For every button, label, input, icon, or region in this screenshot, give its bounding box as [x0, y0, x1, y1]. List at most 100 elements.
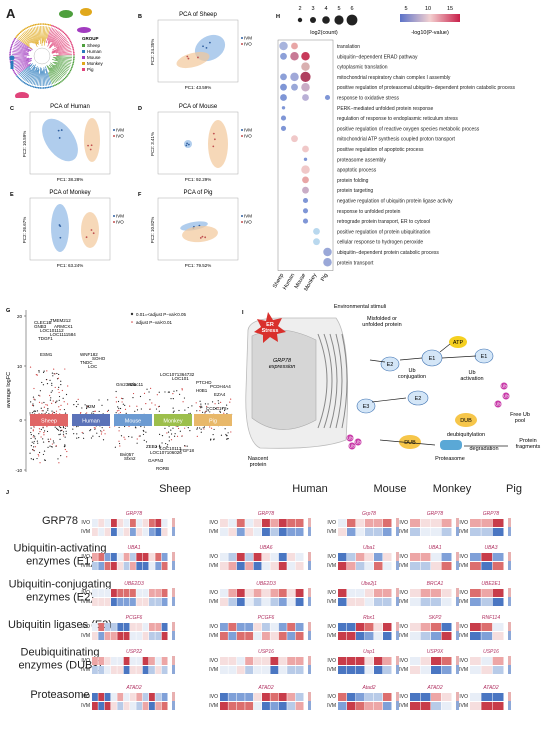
species-header: Human — [292, 483, 327, 495]
tree-branch — [35, 26, 40, 41]
e3-enzyme — [356, 398, 376, 414]
heat-cell — [383, 666, 392, 674]
j-ivm: IVM — [81, 633, 90, 639]
g-point — [75, 426, 78, 428]
j-gene: ATAD2 — [426, 685, 443, 691]
g-point — [46, 370, 48, 372]
heat-cell — [245, 657, 254, 665]
g-point — [195, 402, 197, 404]
g-point — [51, 372, 54, 374]
heat-cell — [383, 562, 392, 570]
j-ivo: IVO — [399, 554, 408, 560]
heat-cell — [111, 553, 117, 561]
heat-cell — [441, 632, 452, 640]
j-ivm: IVM — [327, 667, 336, 673]
j-scale-bar-low — [456, 631, 459, 640]
er-fold — [317, 333, 328, 429]
j-gene: GRP78 — [483, 511, 500, 517]
heat-cell — [374, 553, 383, 561]
g-point — [189, 412, 191, 414]
ub-marker — [348, 442, 356, 450]
tree-branch — [29, 28, 38, 45]
g-point — [115, 396, 117, 398]
size-legend-dot — [297, 17, 303, 23]
j-scale-bar-low — [456, 561, 459, 570]
g-point — [230, 431, 232, 433]
pathway-arrow — [369, 359, 386, 363]
heat-cell — [155, 553, 162, 561]
tree-tip — [67, 74, 69, 76]
tree-tip — [54, 25, 56, 28]
g-point — [212, 433, 214, 436]
g-point — [159, 447, 161, 449]
go-column: Pig — [320, 273, 329, 283]
j-scale-bar-low — [456, 665, 459, 674]
g-point — [94, 428, 96, 430]
er-fold — [335, 333, 343, 429]
g-point — [82, 437, 85, 439]
g-point — [191, 405, 193, 407]
tree-tip — [66, 75, 68, 77]
g-point — [166, 432, 168, 434]
tree-tip — [10, 46, 12, 49]
heat-cell — [117, 657, 124, 665]
g-gene-label: H0B1 — [196, 388, 208, 393]
heat-cell — [420, 528, 431, 536]
tree-tip — [37, 23, 40, 25]
heat-cell — [287, 623, 296, 631]
g-point — [168, 436, 170, 438]
proteasome-label: Proteasome — [435, 456, 465, 462]
tree-branch — [58, 52, 72, 55]
heat-cell — [253, 657, 262, 665]
dub-label: DUB — [460, 418, 472, 424]
g-point — [164, 391, 166, 393]
g-point — [116, 410, 118, 412]
g-point — [77, 403, 79, 405]
g-point — [65, 393, 68, 396]
tree-branch — [38, 26, 42, 44]
j-row-label: enzymes (E1) — [26, 556, 94, 568]
g-species-bar — [154, 414, 192, 426]
heat-cell — [104, 657, 111, 665]
tree-branch — [43, 69, 46, 86]
mouse-icon — [77, 27, 91, 33]
g-gene-label: TMEM212 — [50, 318, 71, 323]
heat-cell — [338, 666, 347, 674]
heat-cell — [383, 553, 392, 561]
j-scale-bar-low — [172, 527, 175, 536]
pca-point — [85, 236, 88, 239]
g-gene-label: Gm23424 — [116, 382, 136, 387]
j-ivm: IVM — [399, 529, 408, 535]
pca-point — [92, 232, 95, 235]
j-gene: UBA1 — [127, 545, 140, 551]
g-species-bar — [114, 414, 152, 426]
tree-branch — [45, 66, 52, 85]
g-point — [38, 394, 40, 396]
tree-branch — [25, 66, 36, 82]
tree-tip — [15, 74, 17, 76]
g-point — [58, 391, 60, 394]
tree-branch — [13, 46, 30, 53]
heat-cell — [431, 598, 441, 606]
size-tick: 5 — [337, 6, 340, 12]
heat-cell — [123, 623, 130, 631]
tree-branch — [30, 27, 38, 45]
tree-tip — [47, 23, 50, 26]
g-point — [215, 407, 217, 410]
tree-branch — [12, 58, 32, 65]
heat-cell — [130, 666, 136, 674]
heat-cell — [383, 528, 392, 536]
heat-cell — [136, 702, 143, 710]
heat-cell — [236, 598, 245, 606]
heat-cell — [117, 562, 124, 570]
heat-cell — [295, 528, 304, 536]
j-ivm: IVM — [459, 599, 468, 605]
g-point — [136, 442, 138, 444]
heat-cell — [287, 657, 296, 665]
tree-tip — [14, 72, 16, 75]
g-point — [58, 373, 60, 376]
g-point — [149, 408, 151, 410]
pca-ylabel: PC2: 3.41% — [150, 132, 155, 156]
g-point — [199, 427, 201, 429]
g-gene-label: Hdac11 — [128, 382, 144, 387]
